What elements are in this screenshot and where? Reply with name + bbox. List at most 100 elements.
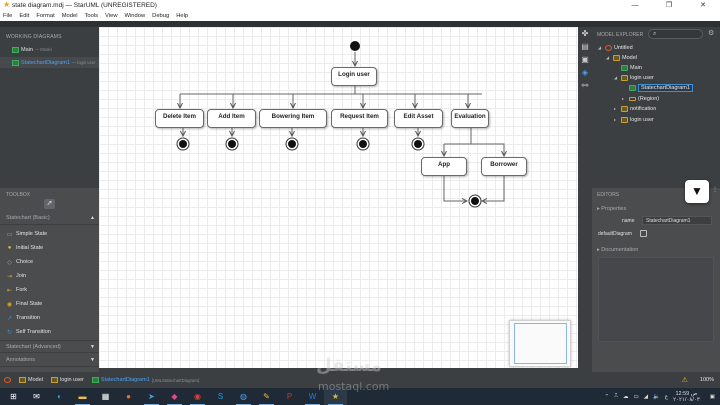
breadcrumb-statechart[interactable]: StatechartDiagram1[UMLStatechartDiagram] [91, 377, 199, 383]
state-login-user[interactable]: Login user [331, 67, 377, 86]
presentation-icon[interactable]: P [286, 392, 293, 401]
api-icon[interactable]: ▣ [581, 55, 589, 64]
chrome-icon[interactable]: ◉ [186, 388, 209, 405]
tree-item-login-user-2[interactable]: ▸login user [614, 116, 654, 123]
tree-item-notification[interactable]: ▸notification [614, 105, 657, 112]
menu-edit[interactable]: Edit [19, 13, 30, 19]
firefox-icon[interactable]: ● [126, 392, 131, 401]
menu-view[interactable]: View [105, 13, 118, 19]
staruml-taskbar-icon[interactable]: ★ [324, 388, 347, 405]
name-input[interactable]: StatechartDiagram1 [642, 216, 712, 225]
model-explorer-search-input[interactable]: ⌕ [648, 29, 703, 39]
gear-icon[interactable]: ⚙ [708, 30, 715, 37]
close-button[interactable]: ✕ [700, 2, 706, 9]
state-delete-item[interactable]: Delete Item [155, 109, 204, 128]
tree-item-statechart-diagram[interactable]: StatechartDiagram1 [629, 83, 693, 92]
state-bowering-item[interactable]: Bowering Item [259, 109, 327, 128]
zoom-level[interactable]: 100% [699, 377, 714, 383]
tool-self-transition[interactable]: ↻Self Transition [6, 329, 51, 336]
clock[interactable]: 12:59 ص ٢٠٢١/٠٨/٠٣ [673, 391, 700, 403]
select-cursor-tool[interactable]: ➚ [44, 199, 55, 209]
tree-item-main[interactable]: Main [621, 63, 642, 72]
breadcrumb-model[interactable]: Model [19, 377, 43, 383]
menu-debug[interactable]: Debug [152, 13, 170, 19]
model-explorer-panel: MODEL EXPLORER ⌕ ⚙ ◢Untitled ◢Model Main… [592, 27, 720, 188]
share-icon[interactable]: ⚯ [581, 81, 589, 90]
tool-join[interactable]: ⇥Join [6, 273, 27, 280]
section-statechart-basic[interactable]: Statechart (Basic)▲ [0, 212, 99, 225]
tool-initial-state[interactable]: ●Initial State [7, 245, 44, 251]
state-borrower[interactable]: Borrower [481, 157, 527, 176]
mail-icon[interactable]: ✉ [33, 392, 40, 401]
default-diagram-checkbox[interactable] [640, 230, 647, 237]
menu-help[interactable]: Help [176, 13, 189, 19]
paint-icon[interactable]: ✎ [255, 388, 278, 405]
menu-tools[interactable]: Tools [84, 13, 99, 19]
menu-format[interactable]: Format [36, 13, 55, 19]
transition-to-borrower [471, 143, 504, 156]
working-diagram-main[interactable]: Main — Model [0, 44, 99, 55]
show-hidden-icons[interactable]: ⌃ [604, 393, 610, 400]
state-add-item[interactable]: Add Item [207, 109, 256, 128]
menu-window[interactable]: Window [124, 13, 146, 19]
tool-choice[interactable]: ◇Choice [7, 259, 34, 266]
tool-final-state[interactable]: ◉Final State [6, 301, 43, 308]
section-annotations[interactable]: Annotations▼ [0, 354, 99, 367]
volume-icon[interactable]: 🔈 [652, 393, 660, 400]
telegram-icon[interactable]: ➤ [140, 388, 163, 405]
network-icon[interactable]: ◢ [643, 393, 648, 400]
diagram-canvas[interactable]: Login user Delete Item Add Item Bowering… [99, 27, 578, 372]
maximize-button[interactable]: ❐ [665, 2, 673, 9]
expanded-arrow-icon: ◢ [606, 55, 610, 60]
statechart-diagram-icon [629, 84, 636, 91]
state-machine-icon [621, 116, 628, 123]
usb-icon[interactable]: ⎍ [614, 393, 618, 399]
section-statechart-advanced[interactable]: Statechart (Advanced)▼ [0, 340, 99, 353]
store-icon[interactable]: ▦ [101, 392, 110, 401]
tool-transition[interactable]: ↗Transition [6, 315, 40, 322]
input-language[interactable]: ع [664, 393, 669, 400]
file-explorer-icon[interactable]: ▬ [71, 388, 94, 405]
warning-icon[interactable]: ⚠ [681, 377, 688, 384]
tree-item-untitled[interactable]: ◢Untitled [598, 44, 633, 51]
tree-item-region[interactable]: ▸(Region) [622, 95, 660, 102]
properties-section[interactable]: ▸ Properties [597, 206, 627, 212]
figma-icon[interactable]: ◆ [163, 388, 186, 405]
breadcrumb-login-user[interactable]: login user [50, 377, 84, 383]
transition-app-final [443, 175, 467, 201]
fork-icon: ⇤ [6, 287, 13, 294]
state-edit-asset[interactable]: Edit Asset [394, 109, 443, 128]
minimap-viewport[interactable] [514, 323, 567, 364]
state-evaluation[interactable]: Evaluation [451, 109, 489, 128]
menu-model[interactable]: Model [61, 13, 78, 19]
notifications-icon[interactable]: ▣ [709, 393, 715, 400]
documentation-textarea[interactable] [598, 257, 714, 342]
minimize-button[interactable]: — [631, 2, 639, 9]
diagram-minimap[interactable] [509, 320, 571, 367]
word-icon[interactable]: W [301, 388, 324, 405]
tree-item-model[interactable]: ◢Model [606, 54, 637, 61]
skype-icon[interactable]: S [217, 392, 224, 401]
overlay-app-badge-icon[interactable]: ▼ [685, 180, 709, 203]
state-app[interactable]: App [421, 157, 467, 176]
start-icon[interactable]: ⊞ [10, 392, 17, 401]
name-label: name [622, 218, 635, 224]
documentation-section[interactable]: ▸ Documentation [597, 247, 639, 253]
tool-fork[interactable]: ⇤Fork [6, 287, 27, 294]
expand-down-icon: ▼ [90, 357, 95, 363]
model-explorer-icon[interactable]: ◈ [581, 68, 589, 77]
extensions-icon[interactable]: ✤ [581, 29, 589, 38]
editors-layout-icon[interactable]: ▤ [581, 42, 589, 51]
panel-grip-icon[interactable]: ⋮⋮ [712, 187, 720, 193]
tool-simple-state[interactable]: ▭Simple State [6, 231, 48, 238]
working-diagram-statechart[interactable]: StatechartDiagram1 — login user [0, 57, 99, 68]
cloud-icon[interactable]: ☁ [623, 393, 629, 400]
state-request-item[interactable]: Request Item [331, 109, 388, 128]
menu-file[interactable]: File [3, 13, 13, 19]
working-diagrams-title: WORKING DIAGRAMS [6, 34, 62, 40]
transition-evaluation-split [444, 127, 472, 145]
edge-icon[interactable]: ◐ [57, 392, 62, 401]
display-icon[interactable]: ▭ [633, 393, 639, 400]
vpn-icon[interactable]: ◍ [232, 388, 255, 405]
tree-item-login-user[interactable]: ◢login user [614, 74, 654, 81]
